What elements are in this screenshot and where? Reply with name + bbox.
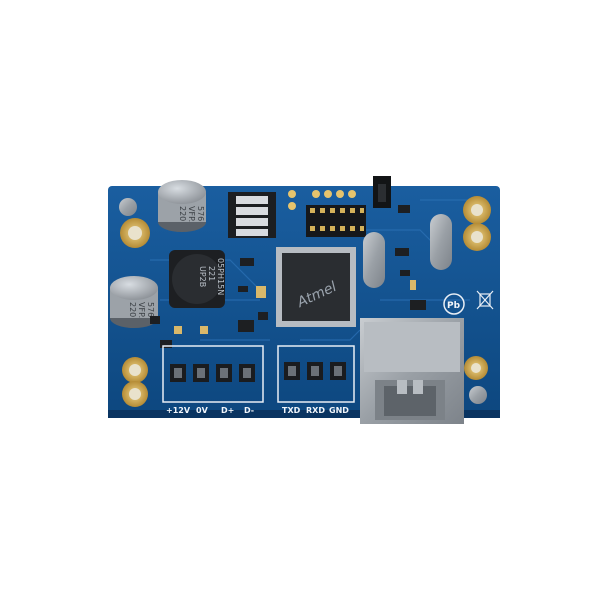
cap-top-line2: VFP. [187, 206, 196, 222]
terminal-block-left [162, 345, 264, 403]
crystal [363, 232, 385, 288]
inductor: UP2B 221 05PH15N [169, 250, 225, 308]
lead-free-icon: Pb [443, 293, 465, 315]
label-0v: 0V [196, 406, 209, 415]
crystal [430, 214, 452, 270]
rj45-jack-icon [360, 318, 464, 424]
inductor-line3: 05PH15N [216, 258, 225, 295]
inductor-line2: 221 [207, 266, 216, 281]
capacitor-top: 220 VFP. 576 [158, 180, 206, 232]
smd-components [150, 205, 426, 348]
label-d-plus: D+ [221, 406, 234, 415]
inductor-line1: UP2B [198, 266, 207, 287]
top-pads [288, 190, 356, 210]
cap-top-line3: 576 [196, 206, 205, 221]
smd-pads [174, 280, 416, 334]
jumper [373, 176, 391, 208]
cap-top-line1: 220 [178, 206, 187, 221]
cap-left-line3: 576 [146, 302, 155, 317]
terminal-block-right [277, 345, 355, 403]
lead-free-text: Pb [447, 301, 461, 311]
mounting-hole-icon [122, 357, 148, 407]
label-txd: TXD [282, 406, 301, 415]
mounting-hole-icon [463, 196, 491, 251]
weee-bin-icon [476, 290, 494, 310]
label-12v: +12V [166, 406, 191, 415]
label-gnd: GND [329, 406, 349, 415]
cap-left-line1: 220 [128, 302, 137, 317]
mounting-hole-icon [120, 218, 150, 248]
mounting-hole-icon [464, 356, 488, 380]
label-rxd: RXD [306, 406, 325, 415]
capacitor-left: 220 VFP. 576 [110, 276, 158, 328]
label-d-minus: D- [244, 406, 254, 415]
mcu-chip: Atmel [276, 247, 356, 327]
cap-left-line2: VFP. [137, 302, 146, 318]
screw [119, 198, 137, 216]
dip-switch [228, 192, 276, 238]
screw [469, 386, 487, 404]
pin-header [306, 205, 366, 237]
